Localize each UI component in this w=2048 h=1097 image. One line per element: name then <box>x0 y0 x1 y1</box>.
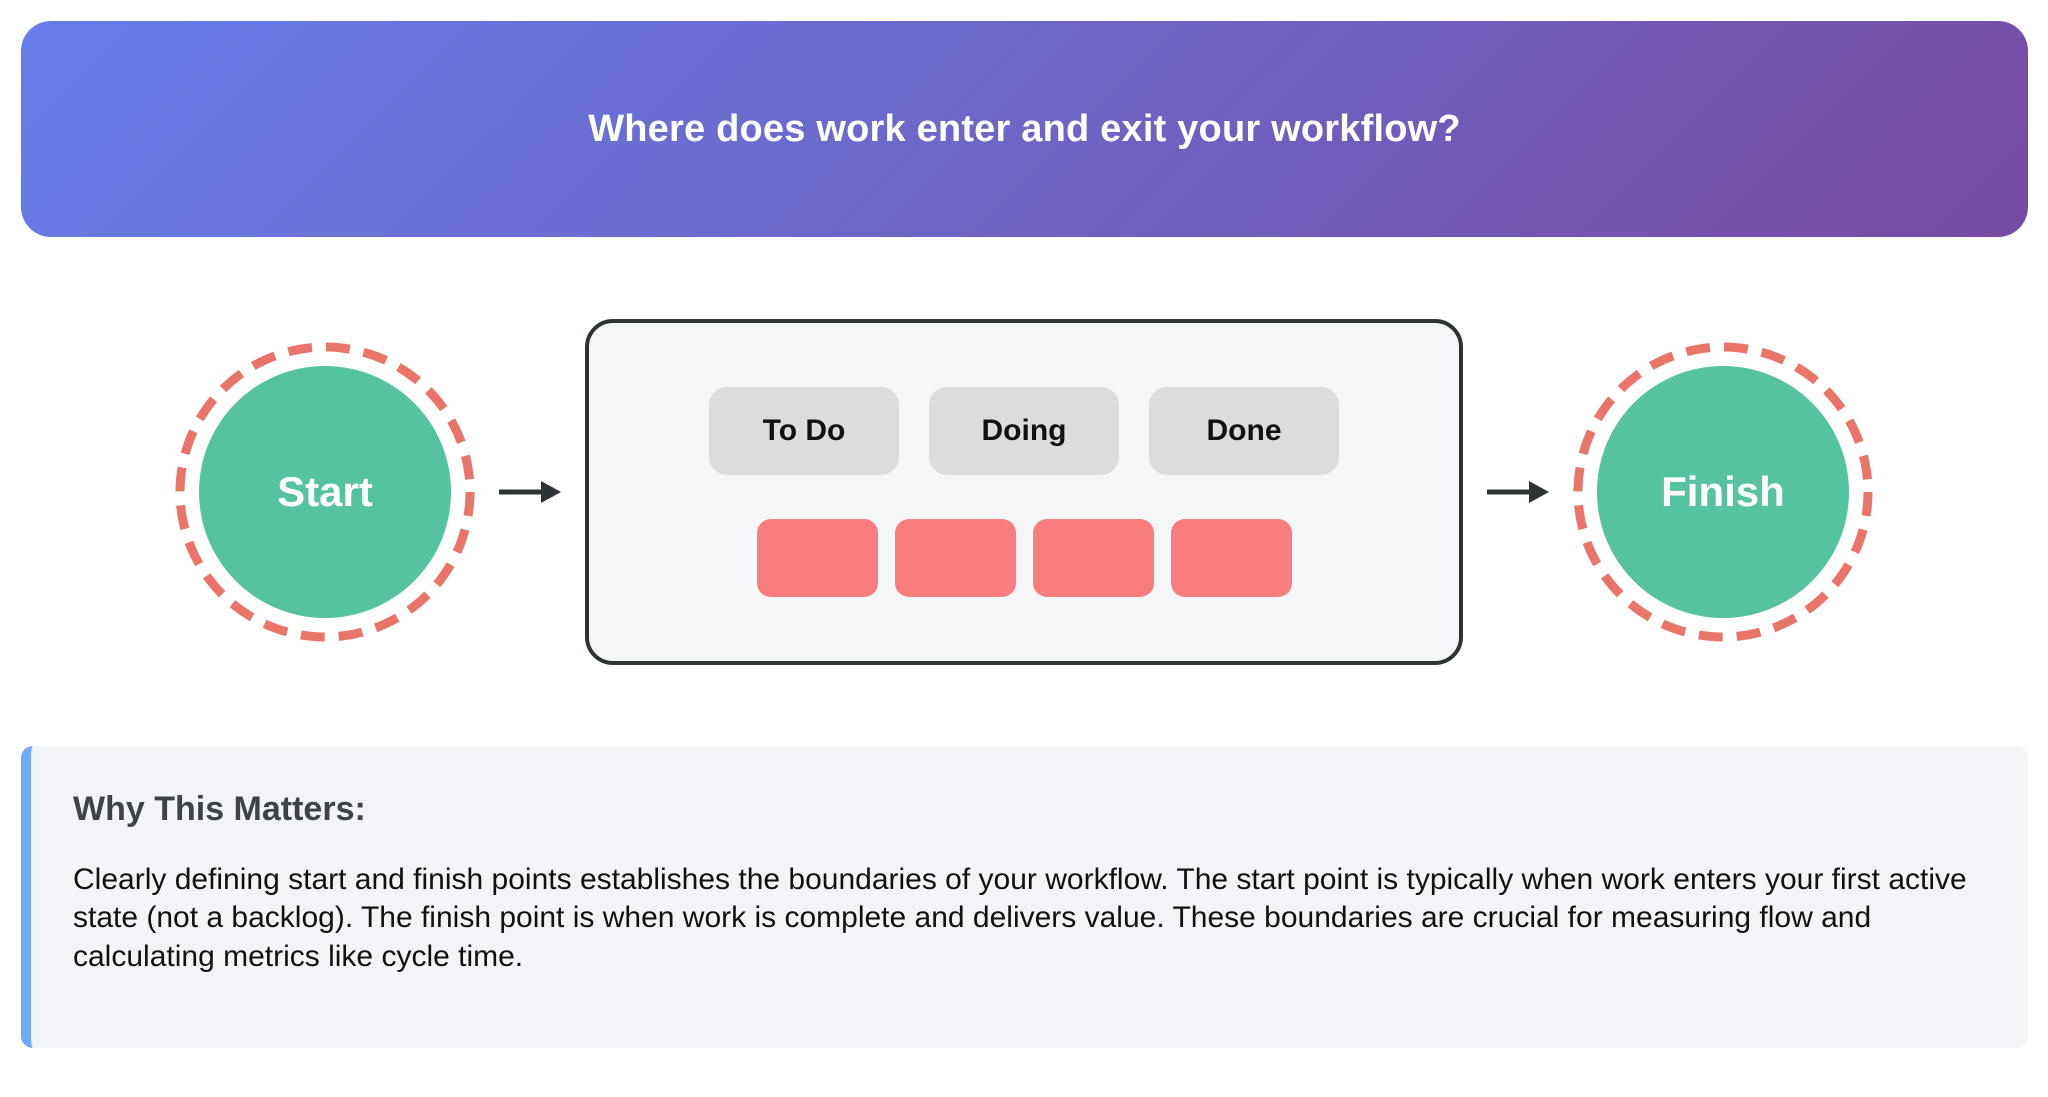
info-panel: Why This Matters: Clearly defining start… <box>21 746 2028 1048</box>
work-item-card <box>894 518 1016 597</box>
start-node-label: Start <box>277 467 373 515</box>
start-node-dashed-ring-icon <box>175 342 475 641</box>
question-banner: Where does work enter and exit your work… <box>21 21 2028 237</box>
column-pill-doing: Doing <box>929 386 1119 475</box>
start-node-circle: Start <box>199 365 451 618</box>
finish-node-dashed-ring-icon <box>1573 342 1873 641</box>
info-panel-body: Clearly defining start and finish points… <box>73 863 1967 973</box>
board-cards <box>756 518 1292 597</box>
work-item-card <box>756 518 878 597</box>
question-title: Where does work enter and exit your work… <box>588 107 1461 150</box>
info-panel-heading: Why This Matters: <box>73 790 366 828</box>
work-item-card <box>1170 518 1292 597</box>
column-pill-todo: To Do <box>709 386 899 475</box>
page: Where does work enter and exit your work… <box>0 21 2048 1097</box>
flow-arrow-icon <box>1487 480 1549 503</box>
finish-node-label: Finish <box>1661 467 1785 515</box>
work-item-card <box>1032 518 1154 597</box>
flow-arrow-icon <box>499 480 561 503</box>
workflow-board: To Do Doing Done <box>585 318 1463 665</box>
finish-node-circle: Finish <box>1597 365 1849 618</box>
start-node: Start <box>175 342 475 642</box>
board-columns: To Do Doing Done <box>709 386 1339 475</box>
finish-node: Finish <box>1573 342 1873 642</box>
column-pill-done: Done <box>1149 386 1339 475</box>
workflow-diagram: Start To Do Doing Done <box>0 237 2048 746</box>
